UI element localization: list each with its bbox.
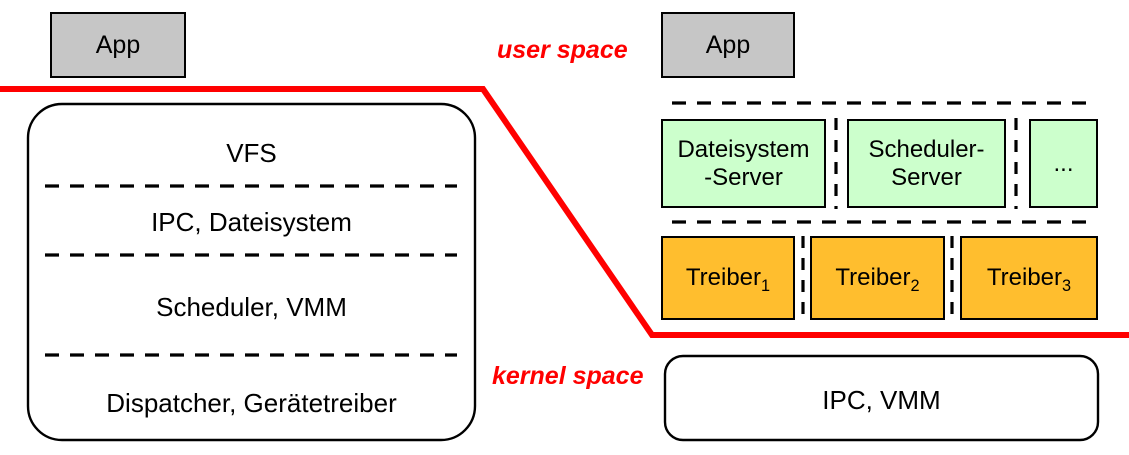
driver-box-treiber-2: Treiber2 <box>810 236 945 320</box>
monolithic-app-box: App <box>50 12 186 78</box>
monolithic-layer-label-dispatcher-geraetetreiber: Dispatcher, Gerätetreiber <box>106 388 397 418</box>
microkernel-app-label: App <box>705 30 751 59</box>
server-box-dateisystem-line2: -Server <box>704 163 783 191</box>
server-box-scheduler-text: Scheduler- Server <box>868 136 984 191</box>
server-box-more-label: ... <box>1053 149 1074 177</box>
server-box-scheduler-line1: Scheduler- <box>868 135 985 163</box>
driver-box-treiber-3: Treiber3 <box>960 236 1098 320</box>
driver-box-treiber-3-label: Treiber3 <box>986 264 1072 295</box>
driver-box-treiber-2-label: Treiber2 <box>835 264 920 295</box>
server-box-more: ... <box>1029 119 1098 208</box>
microkernel-app-box: App <box>661 12 795 78</box>
monolithic-layer-label-vfs: VFS <box>226 138 277 168</box>
server-box-scheduler: Scheduler- Server <box>847 119 1006 208</box>
kernel-space-label: kernel space <box>492 362 644 390</box>
driver-box-treiber-3-index: 3 <box>1062 277 1072 295</box>
server-box-scheduler-line2: Server <box>891 163 962 191</box>
driver-box-treiber-1-index: 1 <box>761 277 771 295</box>
driver-box-treiber-1-label: Treiber1 <box>685 264 771 295</box>
server-box-dateisystem: Dateisystem -Server <box>661 119 826 208</box>
driver-box-treiber-2-index: 2 <box>910 277 920 295</box>
monolithic-app-label: App <box>95 30 141 59</box>
microkernel-kernel-label: IPC, VMM <box>822 385 941 415</box>
driver-box-treiber-1: Treiber1 <box>661 236 795 320</box>
monolithic-layer-label-scheduler-vmm: Scheduler, VMM <box>156 292 347 322</box>
monolithic-layer-label-ipc-dateisystem: IPC, Dateisystem <box>151 207 352 237</box>
user-space-label: user space <box>497 36 628 64</box>
driver-box-treiber-1-name: Treiber <box>685 264 762 292</box>
server-box-dateisystem-line1: Dateisystem <box>677 135 810 163</box>
driver-box-treiber-2-name: Treiber <box>835 264 911 292</box>
server-box-dateisystem-text: Dateisystem -Server <box>677 136 809 191</box>
driver-box-treiber-3-name: Treiber <box>986 264 1063 292</box>
